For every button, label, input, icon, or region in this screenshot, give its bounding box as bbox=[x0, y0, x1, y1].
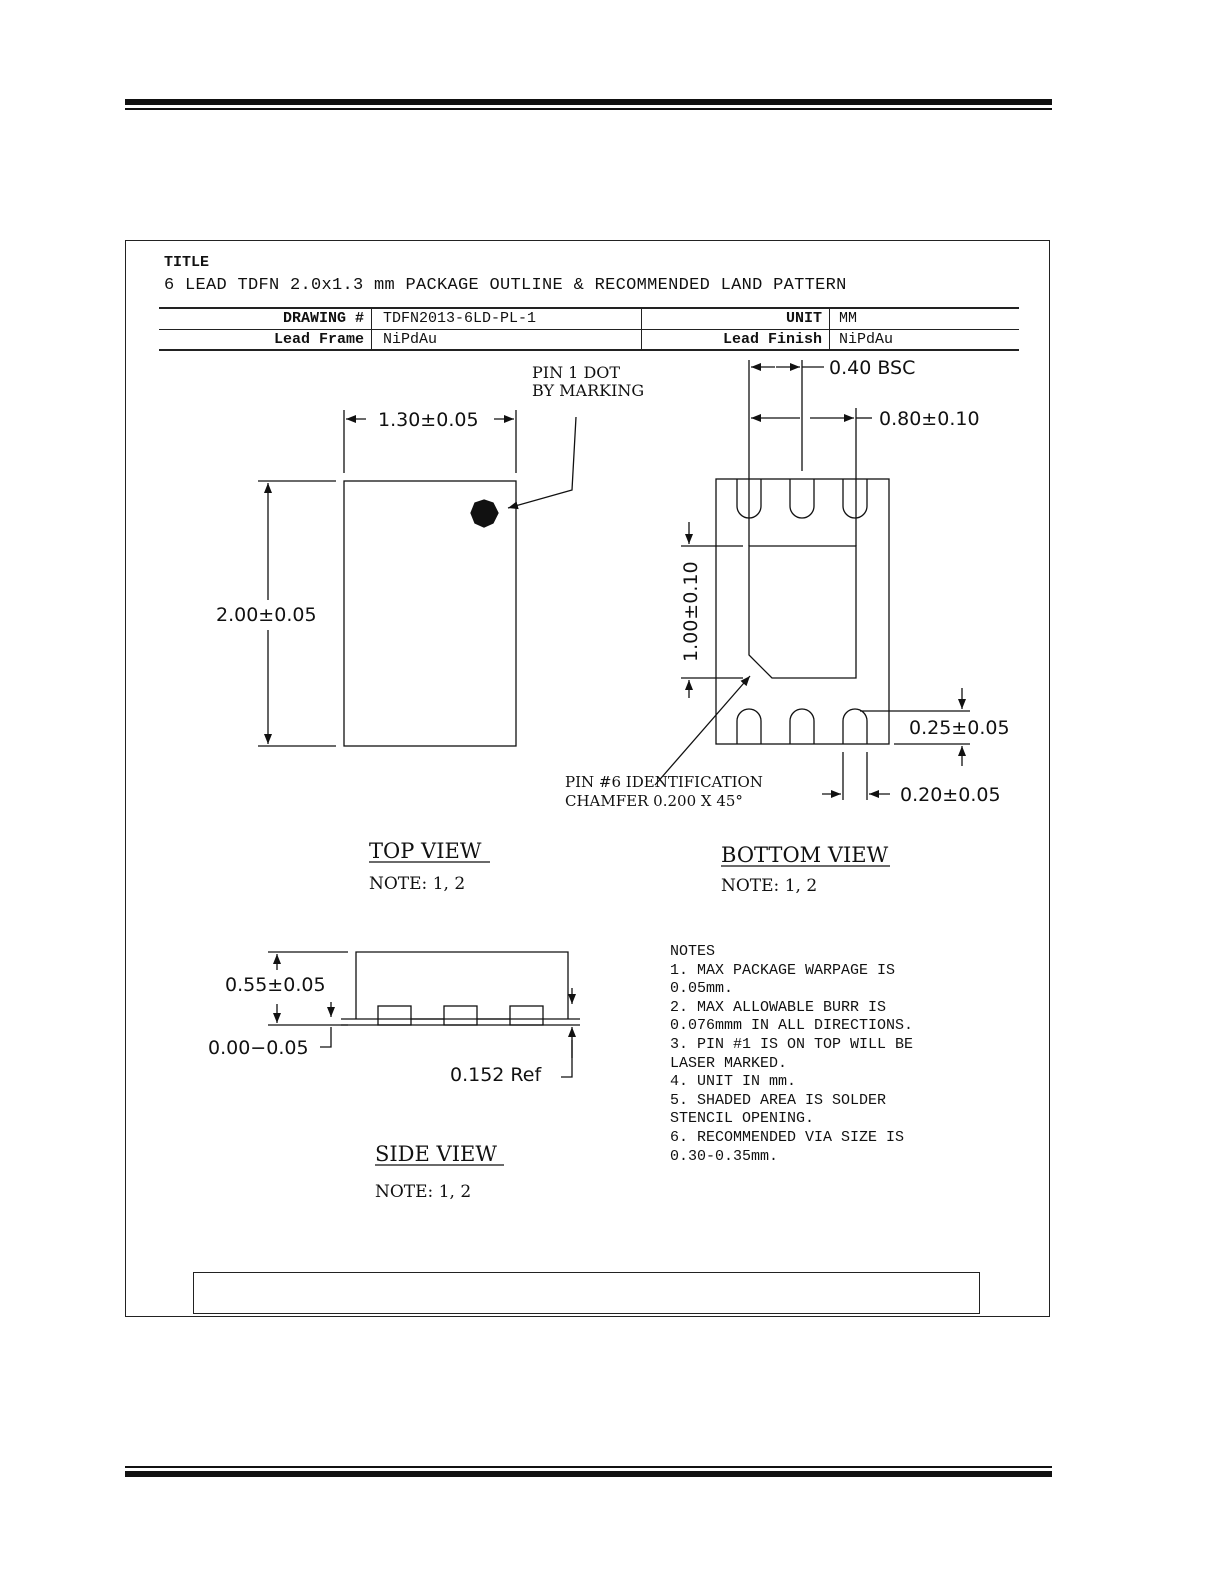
side-lead bbox=[509, 1005, 544, 1026]
lead-pad bbox=[789, 479, 815, 519]
unit-value: MM bbox=[839, 310, 858, 327]
bottom-view-body bbox=[715, 478, 890, 745]
lead-frame-label: Lead Frame bbox=[273, 331, 364, 348]
notes-heading: NOTES bbox=[670, 943, 716, 960]
top-view-caption: TOP VIEW bbox=[369, 839, 482, 863]
note-line: 5. SHADED AREA IS SOLDER bbox=[670, 1091, 887, 1109]
drawing-title: 6 LEAD TDFN 2.0x1.3 mm PACKAGE OUTLINE &… bbox=[164, 276, 847, 295]
info-table-row-divider bbox=[159, 329, 1019, 330]
side-view-caption: SIDE VIEW bbox=[375, 1142, 497, 1166]
chamfer-callout-line2: CHAMFER 0.200 X 45° bbox=[565, 792, 743, 810]
note-line: 0.30-0.35mm. bbox=[670, 1147, 779, 1165]
title-label: TITLE bbox=[164, 254, 210, 271]
standoff-dim: 0.00−0.05 bbox=[208, 1037, 309, 1059]
top-view-note: NOTE: 1, 2 bbox=[369, 874, 465, 894]
epad-dim: 1.00±0.10 bbox=[680, 561, 702, 662]
note-line: 4. UNIT IN mm. bbox=[670, 1073, 797, 1091]
note-line: 3. PIN #1 IS ON TOP WILL BE bbox=[670, 1035, 914, 1053]
bottom-view-caption: BOTTOM VIEW bbox=[721, 843, 889, 867]
lead-pad bbox=[736, 708, 762, 744]
pin1-callout-line1: PIN 1 DOT bbox=[532, 363, 620, 382]
lead-finish-value: NiPdAu bbox=[839, 331, 894, 348]
drawing-label: DRAWING # bbox=[282, 310, 364, 327]
exposed-pad bbox=[748, 545, 857, 679]
info-table: DRAWING # TDFN2013-6LD-PL-1 UNIT MM Lead… bbox=[159, 307, 1019, 351]
bottom-view bbox=[654, 360, 970, 800]
pin1-dot bbox=[470, 499, 499, 528]
top-width-dim: 1.30±0.05 bbox=[378, 409, 479, 431]
chamfer-callout-line1: PIN #6 IDENTIFICATION bbox=[565, 773, 763, 791]
bottom-view-note: NOTE: 1, 2 bbox=[721, 876, 817, 896]
lead-pad bbox=[842, 708, 868, 744]
info-table-col-divider bbox=[829, 309, 830, 349]
note-line: 1. MAX PACKAGE WARPAGE IS bbox=[670, 961, 896, 979]
note-line: 0.05mm. bbox=[670, 980, 734, 998]
info-table-col-divider bbox=[371, 309, 372, 349]
side-view-body bbox=[355, 951, 569, 1019]
pitch-dim: 0.40 BSC bbox=[829, 357, 915, 379]
lead-length-dim: 0.25±0.05 bbox=[909, 717, 1010, 739]
side-lead bbox=[443, 1005, 478, 1026]
note-line: 2. MAX ALLOWABLE BURR IS bbox=[670, 998, 887, 1016]
footer-rule-thick bbox=[125, 1471, 1052, 1477]
side-view-note: NOTE: 1, 2 bbox=[375, 1182, 471, 1202]
side-lead bbox=[377, 1005, 412, 1026]
side-height-dim: 0.55±0.05 bbox=[225, 974, 326, 996]
lead-frame-value: NiPdAu bbox=[383, 331, 438, 348]
unit-label: UNIT bbox=[785, 310, 822, 327]
pad-span-dim: 0.80±0.10 bbox=[879, 408, 980, 430]
empty-footer-box bbox=[193, 1272, 980, 1314]
drawing-value: TDFN2013-6LD-PL-1 bbox=[383, 310, 537, 327]
footer-rule-thin bbox=[125, 1466, 1052, 1468]
drawing-frame bbox=[125, 240, 1050, 1317]
lead-width-dim: 0.20±0.05 bbox=[900, 784, 1001, 806]
note-line: 6. RECOMMENDED VIA SIZE IS bbox=[670, 1128, 905, 1146]
notes-block: NOTES 1. MAX PACKAGE WARPAGE IS 0.05mm. … bbox=[670, 943, 913, 1166]
lead-finish-label: Lead Finish bbox=[722, 331, 822, 348]
note-line: LASER MARKED. bbox=[670, 1054, 788, 1072]
lead-pad bbox=[789, 708, 815, 744]
side-view bbox=[268, 951, 580, 1078]
header-rule-thin bbox=[125, 108, 1052, 110]
top-view bbox=[258, 410, 577, 747]
note-line: 0.076mmm IN ALL DIRECTIONS. bbox=[670, 1017, 914, 1035]
note-line: STENCIL OPENING. bbox=[670, 1110, 815, 1128]
header-rule-thick bbox=[125, 99, 1052, 105]
ref-dim: 0.152 Ref bbox=[450, 1064, 542, 1086]
lead-pad bbox=[842, 479, 868, 519]
top-view-body bbox=[343, 480, 517, 747]
top-height-dim: 2.00±0.05 bbox=[216, 604, 317, 626]
pin1-callout-line2: BY MARKING bbox=[532, 381, 644, 400]
info-table-col-divider bbox=[641, 309, 642, 349]
